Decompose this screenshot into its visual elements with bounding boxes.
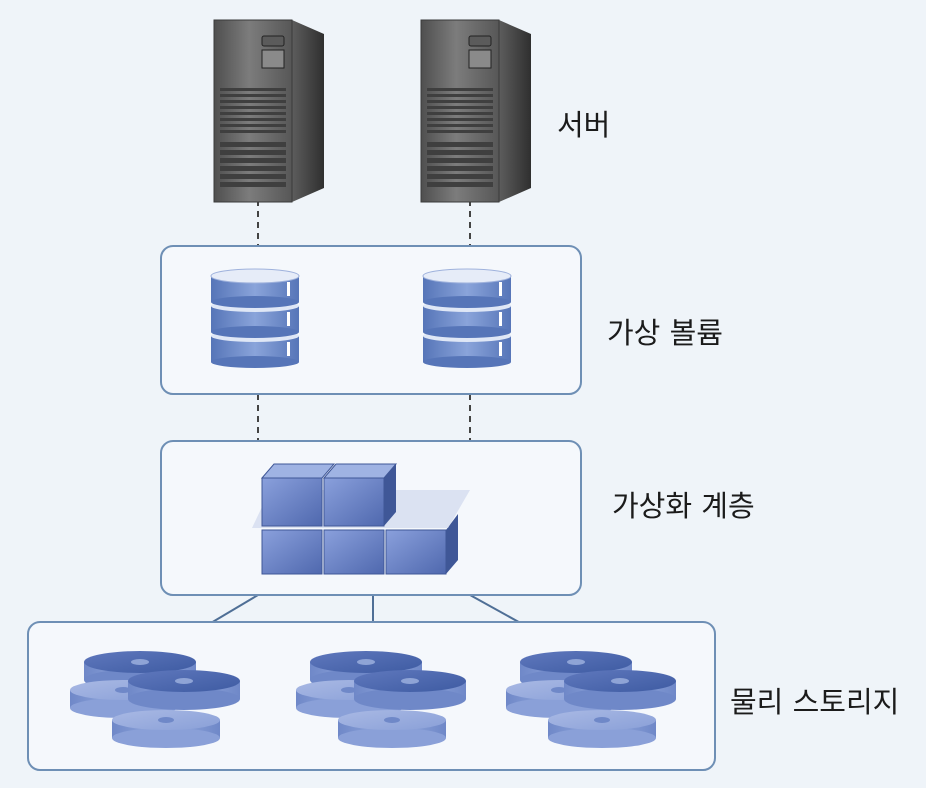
server-label: 서버 [557, 108, 610, 142]
disk-icon [564, 670, 676, 710]
disk-icon [112, 710, 220, 748]
disk-group-icon [506, 651, 676, 748]
server-icon [213, 19, 324, 203]
database-icon [422, 268, 512, 368]
server-icon [420, 19, 531, 203]
virtual-volume-label: 가상 볼륨 [607, 316, 723, 350]
disk-icon [128, 670, 240, 710]
virtualization-layer-label: 가상화 계층 [612, 489, 755, 523]
disk-group-icon [70, 651, 240, 748]
disk-group-icon [296, 651, 466, 748]
disk-icon [338, 710, 446, 748]
disk-icon [354, 670, 466, 710]
physical-storage-label: 물리 스토리지 [730, 685, 899, 719]
database-icon [210, 268, 300, 368]
blocks-icon [252, 463, 470, 575]
disk-icon [548, 710, 656, 748]
